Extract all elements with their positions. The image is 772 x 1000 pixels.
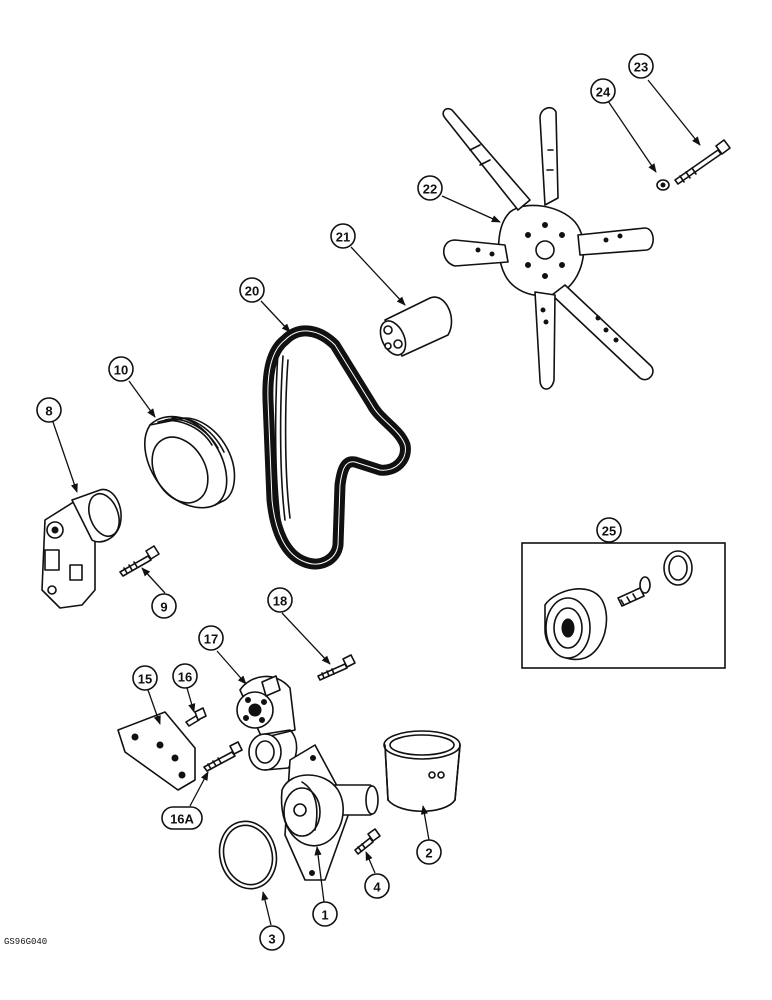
tensioner-part-8 <box>41 488 122 609</box>
bolt-part-18 <box>317 654 356 681</box>
callout-21: 21 <box>330 223 356 249</box>
svg-text:8: 8 <box>45 404 52 419</box>
callout-22: 22 <box>417 175 443 201</box>
fan-part-22 <box>442 106 654 390</box>
svg-text:16A: 16A <box>170 812 194 827</box>
callout-9: 9 <box>151 593 177 619</box>
bolt-part-16 <box>185 707 207 727</box>
washer-part-24 <box>656 179 670 191</box>
callout-15: 15 <box>132 665 158 691</box>
svg-text:9: 9 <box>160 600 167 615</box>
callout-1: 1 <box>312 901 338 927</box>
svg-text:15: 15 <box>138 672 152 687</box>
svg-text:4: 4 <box>373 880 381 895</box>
figure-code: GS96G040 <box>4 937 47 947</box>
idler-detail-box-part-25 <box>521 542 726 669</box>
callout-17: 17 <box>198 625 224 651</box>
callout-2: 2 <box>416 839 442 865</box>
svg-text:1: 1 <box>321 908 328 923</box>
callout-24: 24 <box>590 78 616 104</box>
pulley-part-10 <box>144 415 236 509</box>
callout-16: 16 <box>172 663 198 689</box>
svg-text:18: 18 <box>273 594 287 609</box>
svg-text:24: 24 <box>596 85 611 100</box>
svg-text:21: 21 <box>336 230 350 245</box>
callout-18: 18 <box>267 587 293 613</box>
svg-text:25: 25 <box>602 524 616 539</box>
bracket-part-15 <box>117 711 196 791</box>
svg-text:22: 22 <box>423 182 437 197</box>
bolt-part-16a <box>203 741 243 772</box>
callout-10: 10 <box>108 356 134 382</box>
svg-text:10: 10 <box>114 363 128 378</box>
bolt-part-9 <box>119 545 160 577</box>
idler-part-17 <box>236 675 298 771</box>
bolt-part-23 <box>674 139 731 185</box>
spacer-part-21 <box>379 296 453 357</box>
sleeve-part-2 <box>383 730 461 813</box>
o-ring-part-3 <box>218 820 278 890</box>
svg-text:3: 3 <box>268 932 275 947</box>
svg-text:23: 23 <box>634 60 648 75</box>
svg-text:20: 20 <box>245 284 259 299</box>
callout-16a: 16A <box>161 806 203 830</box>
callout-8: 8 <box>36 397 62 423</box>
callout-25: 25 <box>596 517 622 543</box>
callout-3: 3 <box>259 925 285 951</box>
svg-text:17: 17 <box>204 632 218 647</box>
bolt-part-4 <box>354 828 381 855</box>
svg-text:16: 16 <box>178 670 192 685</box>
callout-4: 4 <box>364 873 390 899</box>
water-pump-part-1 <box>280 744 379 881</box>
leader-lines <box>52 79 701 926</box>
belt-part-20 <box>262 325 411 570</box>
callout-20: 20 <box>239 277 265 303</box>
callout-23: 23 <box>628 53 654 79</box>
svg-text:2: 2 <box>425 846 432 861</box>
